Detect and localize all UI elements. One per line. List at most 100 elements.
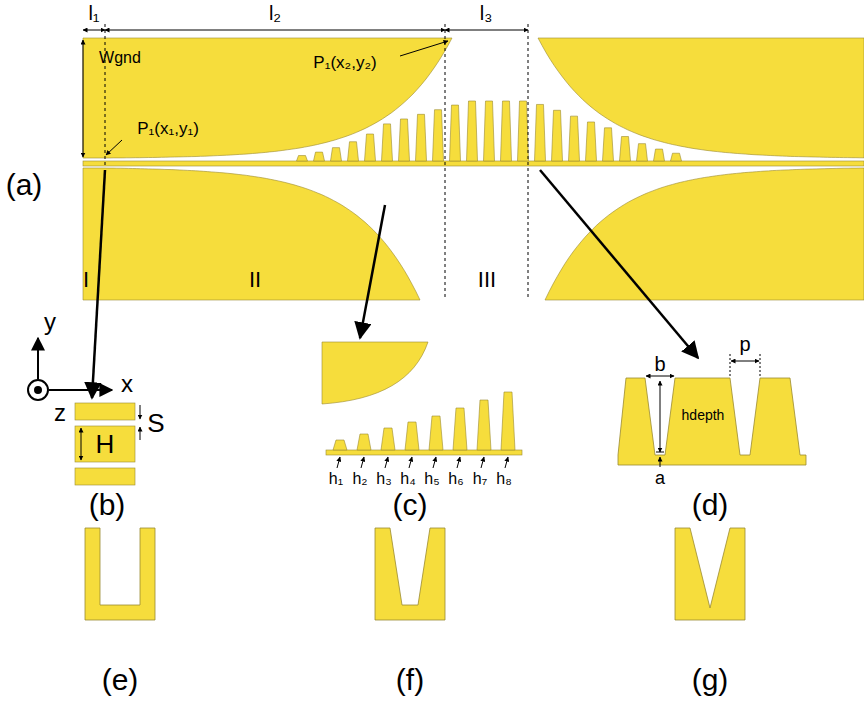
ground-bar (75, 468, 135, 485)
height-label: h₃ (376, 471, 391, 487)
corrugation-fin (297, 156, 308, 161)
dimension-arrow (731, 361, 759, 362)
region-divider (528, 24, 529, 300)
leader-line (505, 457, 508, 468)
leader-line (385, 457, 388, 468)
panel-label: (e) (102, 665, 139, 695)
corrugation-fin (453, 408, 467, 450)
inset-corrugations (322, 342, 522, 455)
point-label: P₁(x₁,y₁) (137, 120, 199, 137)
corrugation-fin (348, 142, 359, 161)
corrugation-fin (654, 149, 665, 161)
callout-arrow (540, 170, 698, 358)
feed-bar (75, 426, 135, 462)
leader-line (409, 457, 412, 468)
axis-circle (28, 380, 48, 400)
ground-bar (75, 403, 135, 420)
corrugation-fin (381, 428, 395, 450)
dimension-arrow (140, 405, 141, 419)
trapezoidal-slot (375, 528, 445, 620)
corrugation-fin (450, 105, 461, 161)
dimension-label: l₂ (269, 3, 281, 23)
dimension-arrow (445, 30, 528, 31)
region-divider (445, 24, 446, 300)
callout-arrow (360, 205, 385, 338)
feed-strip (83, 161, 864, 166)
leader-line (337, 457, 340, 468)
dimension-label: l₃ (480, 3, 493, 23)
height-label: h₆ (448, 471, 463, 487)
height-label: h₄ (400, 471, 415, 487)
dimension-arrow (83, 40, 84, 157)
leader-line (361, 457, 364, 468)
dimension-label: S (147, 410, 164, 436)
corrugation-fin (333, 440, 347, 450)
dimension-label: b (654, 354, 665, 374)
leader-line (433, 457, 436, 468)
leader-lines (337, 457, 508, 468)
corrugation-fin (331, 148, 342, 161)
corrugation-fin (535, 104, 546, 161)
inset-slot (618, 378, 806, 465)
corrugation-fin (552, 110, 563, 161)
dimension-lines (83, 24, 528, 300)
corrugation-fin (569, 116, 580, 161)
dimension-arrow (646, 376, 674, 377)
dimension-label: l₁ (88, 3, 99, 23)
panel-label: (b) (89, 490, 126, 520)
panel-label: (d) (692, 490, 729, 520)
axis-label: z (54, 401, 66, 425)
corrugation-group (333, 392, 515, 450)
axis-arrow (49, 389, 112, 391)
axis-symbol (28, 338, 112, 400)
ground-corner (322, 342, 428, 404)
v-slot (675, 528, 745, 620)
axis-label: y (44, 310, 56, 334)
dimension-arrow (81, 428, 82, 460)
corrugation-fin (467, 101, 478, 161)
panel-label: (g) (692, 665, 729, 695)
axis-arrow (37, 338, 39, 379)
region-label: II (249, 269, 261, 291)
feed-strip (326, 450, 522, 455)
corrugation-fin (501, 101, 512, 161)
corrugation-fin (484, 101, 495, 161)
leader-line (106, 140, 122, 155)
extension-line (730, 354, 731, 377)
inset-feed (75, 403, 135, 485)
leader-line (481, 457, 484, 468)
corrugation-fin (671, 153, 682, 161)
antenna-layout (83, 38, 864, 300)
height-label: h₅ (424, 471, 439, 487)
panel-label: (a) (6, 170, 43, 200)
slotted-fins (618, 378, 806, 465)
region-divider (105, 24, 106, 168)
corrugation-fin (586, 122, 597, 161)
point-label: P₁(x₂,y₂) (313, 54, 376, 71)
axis-dot (35, 387, 41, 393)
leader-line (400, 41, 448, 56)
dimension-tick (656, 452, 664, 453)
dimension-label: p (739, 334, 750, 354)
region-label: III (478, 269, 496, 291)
rectangular-slot (85, 528, 155, 620)
inset-dimensions (646, 354, 760, 467)
corrugation-fin (620, 137, 631, 161)
callout-arrow (92, 170, 105, 398)
corrugation-fin (382, 124, 393, 161)
dimension-label: a (655, 469, 665, 487)
corrugation-fin (365, 134, 376, 161)
corrugation-fin (637, 144, 648, 161)
panel-label: (c) (393, 490, 428, 520)
corrugation-fin (416, 114, 427, 161)
corrugation-fin (357, 434, 371, 450)
corrugation-fin (518, 101, 529, 161)
extension-line (760, 354, 761, 377)
corrugation-group (297, 101, 682, 161)
ground-plane (83, 38, 452, 158)
dimension-label: hdepth (682, 408, 725, 422)
dimension-arrow (83, 30, 105, 31)
height-label: h₈ (496, 471, 512, 487)
